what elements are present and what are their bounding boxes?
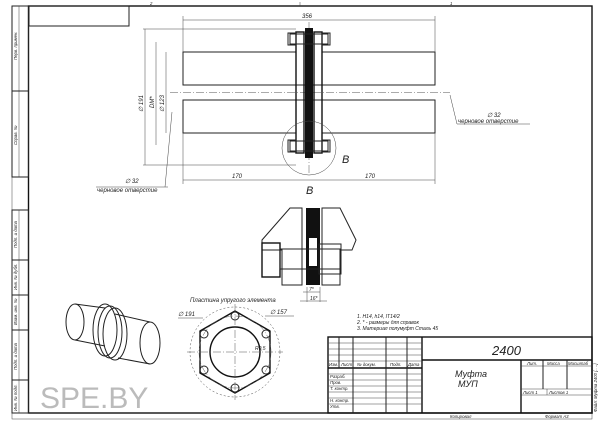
plate-dia-bolt: ∅ 157 (270, 309, 288, 316)
dim-width: 16* (310, 296, 319, 302)
file-label: Файл: Муфта 2400 [.. ..] (593, 363, 598, 412)
header-doc: № докум. (357, 362, 376, 367)
header-list: Лист (340, 362, 352, 367)
stamp-label: Подп. и дата (13, 220, 18, 248)
product-code: МУП (458, 379, 478, 389)
stamp-label: Подп. и дата (13, 342, 18, 370)
bore-left-note: черновое отверстие (97, 188, 158, 194)
header-date: Дата (407, 362, 420, 367)
technical-notes: 1. H14, h14, IT14/2 2. * - размеры для с… (356, 314, 438, 332)
plate-view: Пластина упругого элемента ∅ 191 ∅ 157 R… (178, 298, 294, 400)
header-izm: Изм. (329, 362, 338, 367)
format-label: Формат A3 (545, 414, 569, 419)
bore-right-note: черновое отверстие (458, 119, 519, 125)
plate-title: Пластина упругого элемента (190, 298, 276, 304)
role-label: Пров. (330, 380, 341, 385)
role-label: Н. контр. (330, 398, 349, 403)
dim-dia-outer: ∅ 191 (138, 95, 145, 112)
note: 2. * - размеры для справок (356, 320, 419, 326)
dim-gap: 7* (309, 287, 315, 293)
zone-mark: 2 (149, 1, 153, 6)
plate-radius: R0,5 (255, 346, 266, 352)
header-sign: Подп. (390, 362, 401, 367)
main-view: 356 170 170 ∅ 191 DM* ∅ 123 ∅ 32 черново… (96, 14, 530, 194)
dim-dia-flange: DM* (150, 96, 156, 108)
scale-label: Масштаб (568, 361, 589, 366)
copied-label: Копировал (450, 414, 472, 419)
dim-dia-hub: ∅ 123 (159, 94, 166, 112)
watermark: SPE.BY (40, 382, 148, 415)
role-label: Разраб. (330, 374, 346, 379)
bore-left-dia: ∅ 32 (125, 178, 139, 185)
sheets-total: Листов 1 (548, 390, 569, 395)
role-label: Утв. (330, 404, 340, 409)
dim-half-length-left: 170 (232, 174, 243, 180)
stamp-label: Перв. примен. (13, 31, 18, 60)
bore-right-dia: ∅ 32 (487, 112, 501, 119)
stamp-label: Справ. № (13, 125, 18, 145)
note: 3. Материал полумуфт Сталь 45 (357, 326, 438, 332)
isometric-view (65, 303, 161, 365)
plate-dia-outer: ∅ 191 (178, 311, 195, 318)
sheet-number: Лист 1 (522, 390, 538, 395)
side-stamps: Перв. примен. Справ. № Подп. и дата Инв.… (11, 5, 29, 414)
designation: 2400 (491, 343, 522, 358)
note: 1. H14, h14, IT14/2 (357, 314, 400, 320)
detail-callout: B (342, 154, 349, 166)
detail-view-b: B 7* 16* (261, 185, 357, 302)
product-name: Муфта (455, 369, 487, 379)
mass-label: Масса (547, 361, 560, 366)
dim-half-length-right: 170 (365, 174, 376, 180)
title-block: Изм. Лист № докум. Подп. Дата Разраб. Пр… (327, 336, 598, 419)
stamp-label: Взам. инв. № (13, 298, 18, 325)
zone-mark: 1 (450, 1, 453, 6)
lit-label: Лит. (526, 361, 537, 366)
stamp-label: Инв. № подл. (13, 384, 18, 411)
role-label: Т. контр. (330, 386, 349, 391)
detail-title: B (306, 185, 313, 197)
stamp-label: Инв. № дубл. (13, 264, 18, 290)
dim-overall-length: 356 (302, 14, 313, 20)
